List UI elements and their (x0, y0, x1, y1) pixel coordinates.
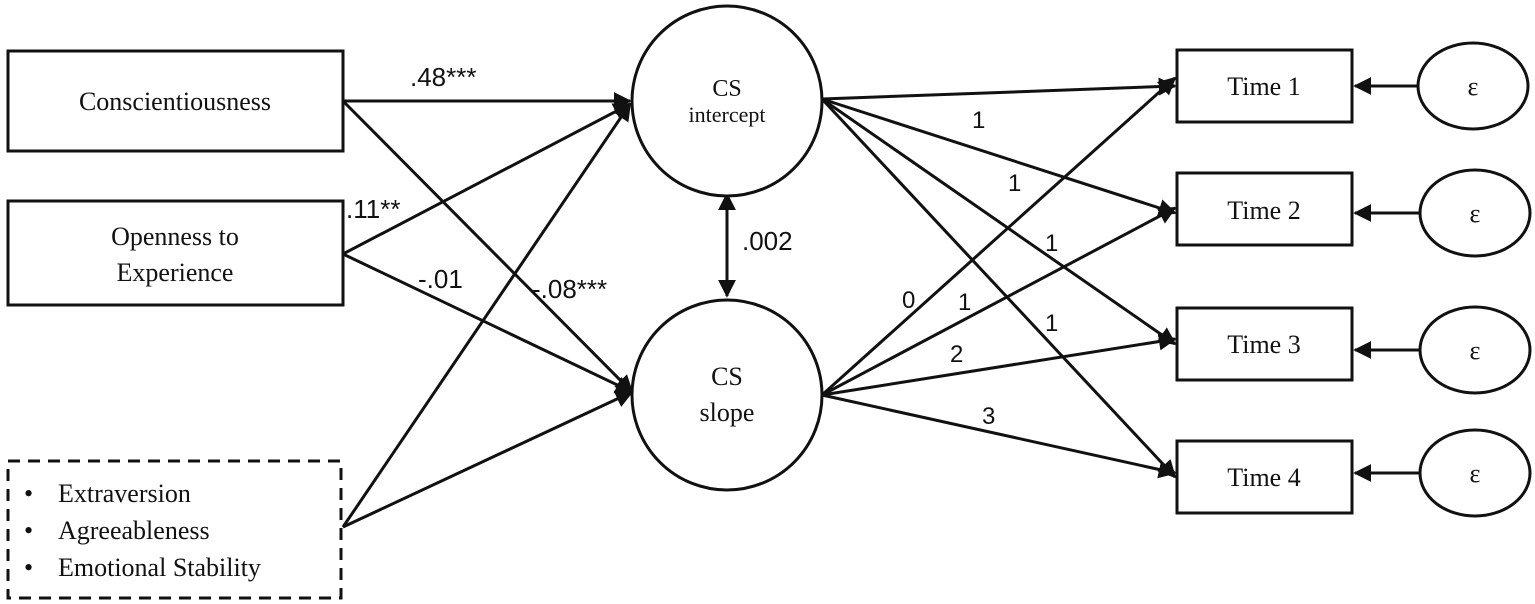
load-intercept-time2: 1 (1008, 170, 1021, 197)
load-intercept-time1: 1 (972, 107, 985, 134)
epsilon-symbol: ε (1470, 459, 1481, 488)
openness-label-line2: Experience (117, 258, 234, 287)
path-controls-intercept (341, 102, 632, 528)
load-slope-time2: 1 (958, 289, 971, 316)
predictor-openness: Openness to Experience (6, 199, 345, 307)
coef-open-slope: -.01 (418, 264, 463, 294)
residual-time3: ε (1418, 305, 1532, 395)
slope-label-line2: slope (700, 398, 755, 427)
slope-label-line1: CS (711, 362, 743, 391)
path-slope-time3 (821, 332, 1177, 397)
path-open-slope (342, 252, 634, 394)
bullet-icon: • (24, 479, 33, 508)
control-emotional-stability: Emotional Stability (58, 553, 261, 582)
load-slope-time1: 0 (902, 287, 915, 314)
path-consc-slope (341, 99, 634, 394)
epsilon-symbol: ε (1468, 72, 1479, 101)
paths (341, 76, 1420, 529)
predictor-conscientiousness: Conscientiousness (6, 49, 345, 153)
residual-time1: ε (1416, 41, 1530, 131)
path-controls-slope (342, 390, 634, 529)
load-slope-time4: 3 (982, 403, 995, 430)
control-agreeableness: Agreeableness (58, 516, 210, 545)
path-intercept-time3 (821, 97, 1177, 346)
conscientiousness-label: Conscientiousness (79, 87, 271, 116)
coef-open-intercept: .11** (346, 194, 400, 224)
coefficient-labels: .48*** .11** -.01 -.08*** .002 (346, 62, 793, 304)
path-slope-time2 (821, 206, 1177, 397)
time3-label: Time 3 (1227, 330, 1300, 359)
bullet-icon: • (24, 516, 33, 545)
loading-labels: 1 1 1 1 0 1 2 3 (902, 107, 1058, 430)
intercept-label-line2: intercept (689, 102, 766, 127)
load-slope-time3: 2 (950, 341, 963, 368)
path-open-intercept (342, 102, 632, 256)
path-intercept-time1 (821, 77, 1177, 101)
path-slope-time4 (821, 393, 1177, 479)
bullet-icon: • (24, 553, 33, 582)
path-intercept-time4 (820, 97, 1177, 479)
time2-label: Time 2 (1227, 196, 1300, 225)
intercept-label-line1: CS (712, 76, 741, 102)
epsilon-symbol: ε (1470, 199, 1481, 228)
coef-consc-intercept: .48*** (410, 62, 477, 92)
load-intercept-time3: 1 (1045, 230, 1058, 257)
coef-consc-slope: -.08*** (532, 274, 607, 304)
time1-label: Time 1 (1227, 72, 1300, 101)
epsilon-symbol: ε (1470, 336, 1481, 365)
path-slope-time1 (820, 76, 1177, 397)
indicator-time4: Time 4 (1175, 439, 1354, 515)
time4-label: Time 4 (1227, 463, 1300, 492)
openness-label-line1: Openness to (111, 222, 239, 251)
coef-intercept-slope-covariance: .002 (742, 226, 793, 256)
indicator-time3: Time 3 (1175, 306, 1354, 382)
residual-time4: ε (1418, 428, 1532, 518)
residual-time2: ε (1418, 168, 1532, 258)
control-extraversion: Extraversion (58, 479, 191, 508)
indicator-time1: Time 1 (1175, 48, 1354, 124)
latent-cs-intercept: CS intercept (630, 4, 824, 198)
control-variables-box: • Extraversion • Agreeableness • Emotion… (6, 459, 343, 600)
indicator-time2: Time 2 (1175, 171, 1354, 247)
load-intercept-time4: 1 (1045, 310, 1058, 337)
path-intercept-time2 (821, 97, 1177, 217)
latent-cs-slope: CS slope (630, 298, 824, 492)
